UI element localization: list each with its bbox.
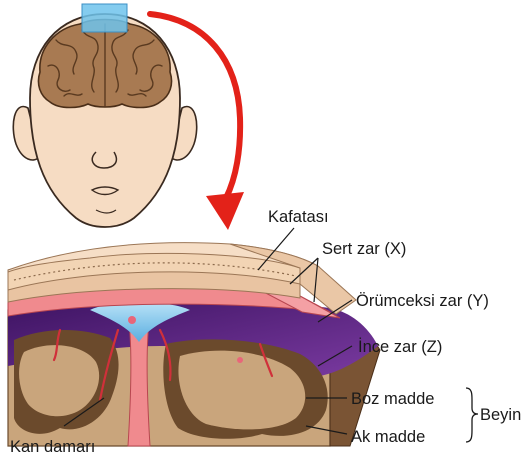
section-highlight: [82, 4, 127, 32]
cross-section: [8, 243, 380, 446]
brain-brace: [466, 388, 478, 442]
label-dura: Sert zar (X): [322, 240, 406, 258]
label-grey-matter: Boz madde: [351, 390, 434, 408]
head-illustration: [13, 4, 196, 227]
label-brain: Beyin: [480, 406, 521, 424]
label-arachnoid: Örümceksi zar (Y): [356, 292, 489, 310]
label-pia: İnce zar (Z): [358, 337, 442, 356]
label-white-matter: Ak madde: [351, 428, 425, 446]
label-blood-vessel: Kan damarı: [10, 438, 95, 456]
label-skull: Kafatası: [268, 208, 329, 226]
